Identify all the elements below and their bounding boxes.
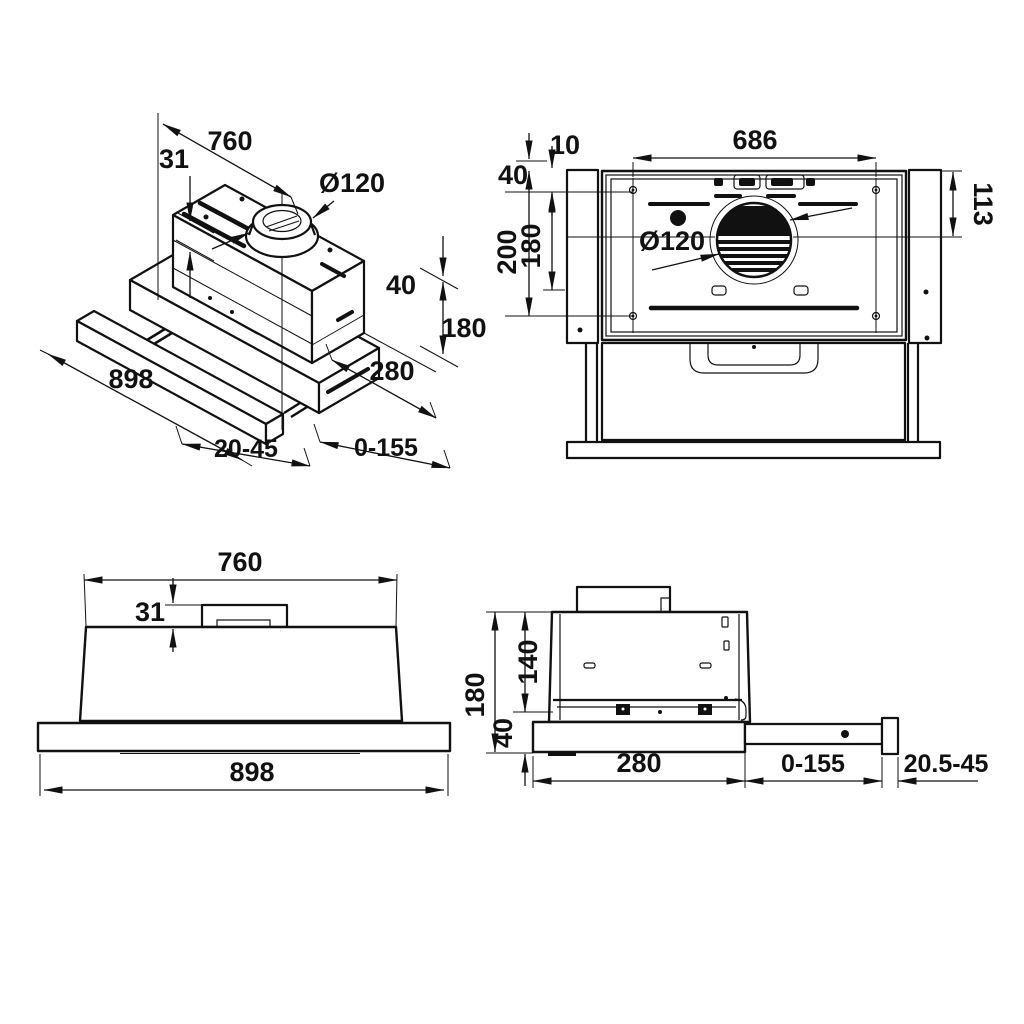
- front-dim-31: 31: [135, 597, 165, 627]
- iso-dim-760: 760: [207, 126, 252, 156]
- top-dim-686: 686: [732, 125, 777, 155]
- top-base-plate: [565, 440, 942, 460]
- top-dim-200: 200: [492, 229, 522, 274]
- top-drawer-front: [600, 341, 907, 442]
- front-visor-panel: [36, 721, 452, 753]
- side-duct-stub: [575, 585, 672, 614]
- iso-dim-0-155: 0-155: [354, 434, 418, 462]
- top-dim-10: 10: [550, 130, 580, 160]
- side-body: [547, 610, 752, 724]
- top-mounting-holes: [577, 178, 930, 341]
- front-dim-760: 760: [217, 547, 262, 577]
- side-body-details: [553, 616, 747, 721]
- side-view: 180 140 40 280 0-155 20.5-45: [460, 585, 989, 788]
- side-lower-box: [531, 720, 747, 754]
- side-telescopic-rail: [743, 722, 884, 746]
- top-vent-slots: [648, 202, 860, 311]
- side-dimensions: 180 140 40 280 0-155 20.5-45: [460, 611, 989, 788]
- front-dim-898: 898: [229, 757, 274, 787]
- iso-dim-diameter: Ø120: [319, 168, 385, 198]
- top-duct-opening: Ø120: [639, 195, 853, 285]
- side-dim-280: 280: [616, 748, 661, 778]
- iso-duct-collar: [244, 192, 320, 430]
- top-dim-40: 40: [498, 160, 528, 190]
- top-dimensions: 686 10 40 180 200 113: [492, 125, 998, 317]
- top-right-wing-panel: [907, 168, 943, 345]
- iso-dim-40: 40: [386, 270, 416, 300]
- iso-dim-31: 31: [159, 144, 189, 174]
- side-dim-140: 140: [513, 639, 543, 684]
- top-left-wing-panel: [565, 168, 600, 345]
- side-dim-180: 180: [460, 672, 490, 717]
- iso-dim-180: 180: [441, 313, 486, 343]
- side-dim-0-155: 0-155: [781, 750, 845, 778]
- iso-dim-280: 280: [369, 356, 414, 386]
- front-view: 760 31 898: [36, 547, 452, 796]
- iso-dim-898: 898: [108, 364, 153, 394]
- side-dim-40: 40: [488, 718, 518, 748]
- iso-dimensions: 760 31 Ø120 40 180 898 280: [39, 113, 487, 469]
- top-hinge-hardware: [714, 174, 815, 198]
- front-body: [78, 625, 404, 723]
- side-dim-20p5-45: 20.5-45: [904, 750, 989, 778]
- top-view: Ø120 686 10 40 180: [492, 125, 998, 460]
- top-dim-113: 113: [968, 182, 998, 226]
- side-rail-screw: [841, 730, 849, 738]
- top-drawer-section: [565, 341, 942, 460]
- side-front-panel-cap: [880, 716, 900, 756]
- front-duct-box: [200, 603, 289, 629]
- isometric-view: 760 31 Ø120 40 180 898 280: [39, 113, 487, 469]
- top-dim-diameter: Ø120: [639, 226, 705, 256]
- front-dimensions: 760 31 898: [39, 547, 449, 796]
- iso-dim-20-45: 20-45: [214, 435, 278, 463]
- iso-front-strip-end: [264, 412, 285, 446]
